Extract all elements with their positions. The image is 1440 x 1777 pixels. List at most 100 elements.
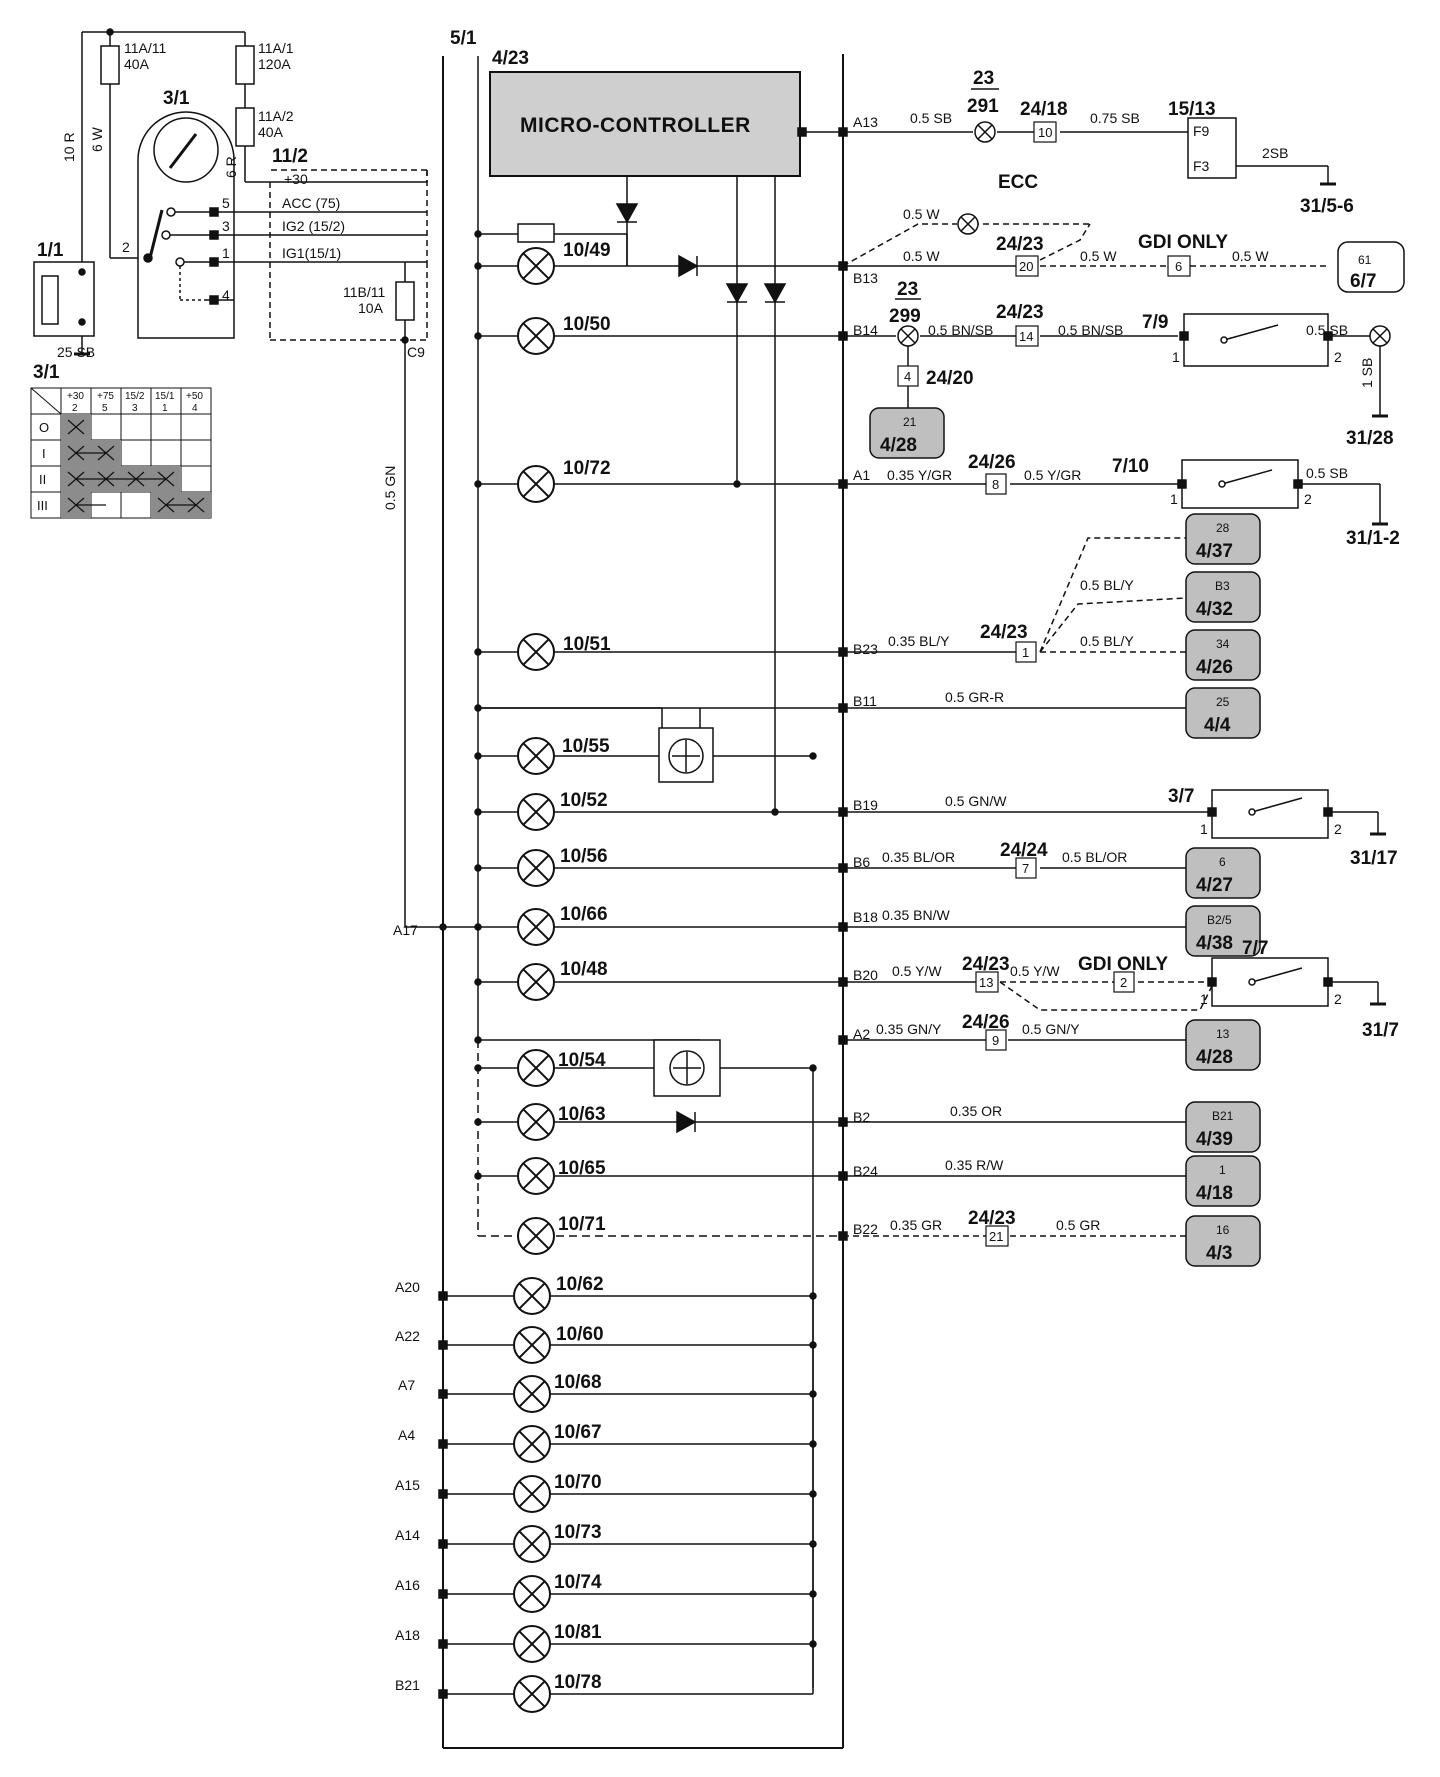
- lamp-1071-icon: [517, 1217, 555, 1255]
- pin-b18: B18: [853, 909, 878, 925]
- bulb-icon: [1369, 325, 1391, 347]
- lamp-1048-icon: [517, 963, 555, 1001]
- table-row-i: I: [42, 446, 46, 461]
- wire-a2b: 0.5 GN/Y: [1022, 1021, 1080, 1037]
- lamp-291-icon: [974, 121, 996, 143]
- lamp-1049-icon: [517, 247, 555, 285]
- lamp-1066-icon: [517, 908, 555, 946]
- bus-ig2-label: IG2 (15/2): [282, 218, 345, 234]
- bus-acc-label: ACC (75): [282, 195, 340, 211]
- lamp-1050-label: 10/50: [563, 314, 611, 335]
- switch-pin-5: 5: [222, 195, 230, 211]
- connector-labels: 61 6/7 21 4/28 28 4/37 B3 4/32 34 4/26 2…: [880, 253, 1376, 1264]
- table-row-iii: III: [37, 498, 48, 513]
- switch-ref: 3/1: [163, 88, 190, 109]
- conn-432-pin: B3: [1215, 579, 1230, 593]
- bus-ref: 11/2: [272, 146, 308, 167]
- left-pin-labels: A20 A22 A7 A4 A15 A14 A16 A18 B21: [395, 1279, 420, 1693]
- wire-05gn-label: 0.5 GN: [382, 466, 398, 510]
- ref-2423d: 24/23: [962, 954, 1010, 975]
- instrument-cluster: [405, 54, 848, 1749]
- wire-b13b: 0.5 W: [1080, 248, 1117, 264]
- conn-67-ref: 6/7: [1350, 271, 1376, 292]
- lamp-1070-icon: [513, 1475, 551, 1513]
- sw79-pin1: 1: [1172, 349, 1180, 365]
- sw710-pin1: 1: [1170, 491, 1178, 507]
- ref-2426b: 24/26: [962, 1012, 1010, 1033]
- bus-ig1-label: IG1(15/1): [282, 245, 341, 261]
- pin-b20: B20: [853, 967, 878, 983]
- conn-432-ref: 4/32: [1196, 599, 1233, 620]
- ref-2423a: 24/23: [996, 234, 1044, 255]
- conn-439-ref: 4/39: [1196, 1129, 1233, 1150]
- table-connections: [67, 419, 205, 513]
- conn-67-pin: 61: [1358, 253, 1372, 267]
- lamp-1068-label: 10/68: [554, 1372, 602, 1393]
- wire-b2: 0.35 OR: [950, 1103, 1002, 1119]
- lamp-1062-label: 10/62: [556, 1274, 604, 1295]
- table-col-50-pin: 4: [192, 403, 198, 414]
- pin-b14: B14: [853, 322, 878, 338]
- ref-2426a: 24/26: [968, 452, 1016, 473]
- wire-b24: 0.35 R/W: [945, 1157, 1004, 1173]
- lamp-1070-label: 10/70: [554, 1472, 602, 1493]
- fuse-f9: F9: [1193, 123, 1210, 139]
- box-4: 4: [904, 369, 911, 384]
- power-labels: 1/1 25 SB 11A/11 40A 11A/1 120A 11A/2 40…: [37, 40, 425, 938]
- pin-b19: B19: [853, 797, 878, 813]
- wire-6w-label: 6 W: [89, 126, 105, 152]
- switch-pin-1: 1: [222, 245, 230, 261]
- connector-pads: [869, 407, 1261, 1267]
- pin-b13: B13: [853, 270, 878, 286]
- lamp-1048-label: 10/48: [560, 959, 608, 980]
- table-row-0: O: [39, 420, 49, 435]
- wire-b14: 0.5 BN/SB: [928, 322, 993, 338]
- table-col-152-pin: 3: [132, 403, 138, 414]
- ecc-label: ECC: [998, 172, 1038, 193]
- box-13: 13: [979, 975, 993, 990]
- conn-428a-ref: 4/28: [880, 435, 917, 456]
- table-col-30-pin: 2: [72, 403, 78, 414]
- wire-labels: 0.5 SB 0.75 SB 2SB 0.5 W 0.5 W 0.5 W 0.5…: [876, 110, 1375, 1233]
- ref-317: 31/7: [1362, 1020, 1399, 1041]
- pin-b22: B22: [853, 1221, 878, 1237]
- conn-427-ref: 4/27: [1196, 875, 1233, 896]
- lamp-1078-icon: [513, 1675, 551, 1713]
- gdi-only-label-2: GDI ONLY: [1078, 954, 1168, 975]
- lamp-1051-label: 10/51: [563, 634, 611, 655]
- lamp-1049-label: 10/49: [563, 240, 611, 261]
- wire-b22b: 0.5 GR: [1056, 1217, 1100, 1233]
- right-pin-labels: A13 B13 B14 A1 B23 B11 B19 B6 B18 B20 A2…: [853, 114, 878, 1237]
- wire-b14c: 0.5 SB: [1306, 322, 1348, 338]
- table-col-75: +75: [97, 391, 114, 402]
- pin-b6: B6: [853, 854, 870, 870]
- wire-b13: 0.5 W: [903, 248, 940, 264]
- pin-a4: A4: [398, 1427, 415, 1443]
- lamp-1052-label: 10/52: [560, 790, 608, 811]
- ref-2423b: 24/23: [996, 302, 1044, 323]
- wire-b11: 0.5 GR-R: [945, 689, 1004, 705]
- fuse-f3: F3: [1193, 158, 1210, 174]
- ref-23a: 23: [973, 68, 994, 89]
- lamp-1081-icon: [513, 1625, 551, 1663]
- lamp-1067-label: 10/67: [554, 1422, 602, 1443]
- lamp-1068-icon: [513, 1375, 551, 1413]
- wire-a1c: 0.5 SB: [1306, 465, 1348, 481]
- wire-1sb: 1 SB: [1359, 358, 1375, 388]
- ref-77: 7/7: [1242, 938, 1268, 959]
- lamp-1066-label: 10/66: [560, 904, 608, 925]
- lamp-1073-label: 10/73: [554, 1522, 602, 1543]
- lamp-1063-label: 10/63: [558, 1104, 606, 1125]
- fuse-11a2-rating: 40A: [258, 124, 284, 140]
- table-col-151: 15/1: [155, 391, 175, 402]
- fuse-11a1-name: 11A/1: [258, 40, 294, 56]
- wire-a13b: 0.75 SB: [1090, 110, 1140, 126]
- conn-438-pin: B2/5: [1207, 913, 1232, 927]
- ref-79: 7/9: [1142, 312, 1168, 333]
- ref-710: 7/10: [1112, 456, 1149, 477]
- fuse-11b11-name: 11B/11: [343, 284, 386, 300]
- wire-ecc: 0.5 W: [903, 206, 940, 222]
- indicator-lamps: [513, 247, 555, 1713]
